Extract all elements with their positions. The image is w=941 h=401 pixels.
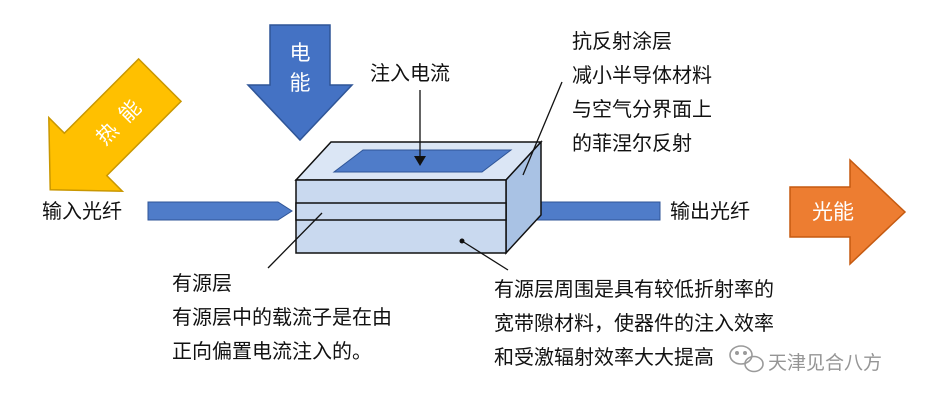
electric-energy-arrow: 电 能 bbox=[246, 24, 354, 142]
input-fiber-label: 输入光纤 bbox=[42, 199, 122, 223]
anti-reflection-line-4: 的菲涅尔反射 bbox=[572, 131, 692, 155]
active-layer-label: 有源层 有源层中的载流子是在由 正向偏置电流注入的。 bbox=[172, 271, 392, 363]
active-layer-line-1: 有源层 bbox=[172, 271, 232, 295]
light-energy-arrow: 光能 bbox=[789, 158, 907, 266]
coating-pointer bbox=[522, 81, 563, 176]
wechat-icon bbox=[729, 345, 764, 373]
light-arrow-label: 光能 bbox=[812, 200, 854, 224]
anti-reflection-label: 抗反射涂层 减小半导体材料 与空气分界面上 的菲涅尔反射 bbox=[572, 29, 712, 155]
pointer-lines bbox=[267, 81, 563, 271]
anti-reflection-line-2: 减小半导体材料 bbox=[572, 63, 712, 87]
surrounding-line-1: 有源层周围是具有较低折射率的 bbox=[494, 277, 774, 301]
input-fiber-arrow bbox=[147, 201, 293, 221]
active-pointer bbox=[267, 212, 323, 269]
injection-current-label: 注入电流 bbox=[370, 61, 450, 85]
surround-pointer-dot bbox=[459, 238, 465, 244]
surrounding-line-2: 宽带隙材料，使器件的注入效率 bbox=[494, 311, 774, 335]
heat-energy-arrow: 热 能 bbox=[48, 57, 183, 192]
electric-arrow-char-1: 电 bbox=[290, 41, 311, 65]
active-layer-stripe bbox=[295, 202, 507, 221]
watermark-text: 天津见合八方 bbox=[768, 352, 882, 374]
anti-reflection-line-3: 与空气分界面上 bbox=[572, 97, 712, 121]
anti-reflection-line-1: 抗反射涂层 bbox=[572, 29, 672, 53]
electric-arrow-shape bbox=[246, 24, 354, 142]
output-fiber-label: 输出光纤 bbox=[670, 199, 750, 223]
active-layer-line-3: 正向偏置电流注入的。 bbox=[172, 339, 372, 363]
watermark: 天津见合八方 bbox=[729, 345, 882, 374]
active-layer-line-2: 有源层中的载流子是在由 bbox=[172, 305, 392, 329]
light-arrow-shape bbox=[789, 158, 907, 266]
surrounding-line-3: 和受激辐射效率大大提高 bbox=[494, 345, 714, 369]
heat-arrow-shape bbox=[48, 57, 183, 192]
electric-arrow-char-2: 能 bbox=[290, 71, 311, 95]
surrounding-label: 有源层周围是具有较低折射率的 宽带隙材料，使器件的注入效率 和受激辐射效率大大提… bbox=[494, 277, 774, 369]
surround-pointer bbox=[461, 240, 509, 271]
current-pointer-head bbox=[414, 156, 426, 166]
